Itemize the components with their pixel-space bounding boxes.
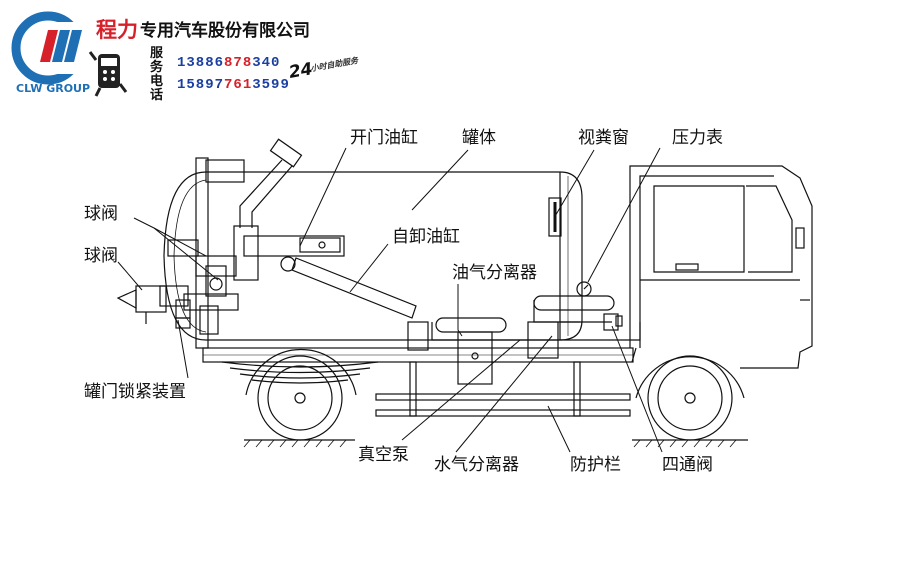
- pressure-gauge: [576, 281, 592, 297]
- company-name: 专用汽车股份有限公司: [140, 20, 310, 41]
- svg-text:小时自助服务: 小时自助服务: [310, 56, 360, 73]
- guard-rail: [375, 361, 631, 417]
- label-open-door-cylinder: 开门油缸: [350, 127, 418, 148]
- label-vacuum-pump: 真空泵: [358, 445, 409, 465]
- vacuum-pump: [457, 331, 493, 385]
- open-door-cylinder: [243, 235, 345, 257]
- label-oil-gas-separator: 油气分离器: [452, 263, 537, 283]
- leader-open-door-cylinder: [299, 147, 347, 247]
- leader-ball-valve-1: [133, 217, 207, 257]
- phone-number-1: 13886878340: [177, 55, 280, 71]
- service-char: 务: [150, 59, 164, 75]
- label-guard-rail: 防护栏: [570, 455, 621, 475]
- front-wheel: [647, 355, 733, 441]
- dump-cylinder: [280, 256, 429, 351]
- leader-ball-valve-2: [117, 261, 143, 291]
- leader-sight-window: [553, 149, 595, 219]
- brand-name: 程力: [96, 18, 138, 42]
- leader-oil-gas-separator: [457, 284, 463, 337]
- phone-number-2: 158977613599: [177, 77, 290, 93]
- suction-inlet-pipe: [233, 138, 303, 281]
- leader-vacuum-pump: [401, 339, 521, 441]
- rear-wheel: [257, 355, 343, 441]
- service-char: 话: [150, 87, 163, 103]
- tank-body: [163, 157, 583, 349]
- cab-window: [653, 185, 745, 273]
- front-wheel-arch: [635, 356, 745, 399]
- four-way-valve: [603, 313, 623, 331]
- truck-cab: [629, 165, 813, 369]
- leader-ball-valve-1b: [153, 227, 219, 281]
- leader-pressure-gauge: [587, 147, 661, 283]
- phone-mascot-icon: [88, 51, 128, 97]
- label-dump-cylinder: 自卸油缸: [392, 226, 460, 247]
- label-ball-valve-1: 球阀: [84, 204, 118, 224]
- leader-guard-rail: [547, 405, 571, 453]
- leaf-spring: [221, 361, 379, 384]
- part-labels: 开门油缸 罐体 视粪窗 压力表 球阀 球阀 自卸油缸 油气分离器 罐门锁紧装置 …: [84, 127, 723, 475]
- water-gas-separator: [527, 321, 559, 359]
- leader-four-way-valve: [611, 325, 663, 453]
- service-char: 电: [150, 73, 163, 89]
- ball-valve-assembly: [159, 239, 239, 335]
- label-tank-body: 罐体: [462, 128, 496, 148]
- label-four-way-valve: 四通阀: [662, 455, 713, 475]
- label-pressure-gauge: 压力表: [672, 128, 723, 148]
- outlet-nozzle: [116, 285, 167, 324]
- logo-text: CLW GROUP: [16, 82, 90, 95]
- leader-dump-cylinder: [349, 243, 389, 293]
- leader-water-gas-separator: [455, 335, 553, 453]
- door-lock-device: [175, 299, 191, 329]
- label-door-lock-device: 罐门锁紧装置: [84, 382, 186, 402]
- company-logo: CLW GROUP: [11, 11, 90, 95]
- label-water-gas-separator: 水气分离器: [434, 455, 519, 475]
- piping-network: [431, 295, 641, 341]
- leader-door-lock: [177, 319, 189, 379]
- ground-hatch: [243, 439, 737, 448]
- service-hours-badge: 24 小时自助服务: [287, 56, 360, 83]
- windshield: [746, 185, 793, 273]
- service-hotline-label: 服 务 电 话: [150, 46, 164, 103]
- label-sight-window: 视粪窗: [578, 128, 629, 148]
- svg-text:24: 24: [287, 59, 314, 83]
- truck-drawing: [116, 138, 813, 448]
- label-ball-valve-2: 球阀: [84, 246, 118, 266]
- leader-tank-body: [411, 149, 469, 211]
- door-hinge: [205, 159, 245, 183]
- service-char: 服: [150, 46, 164, 61]
- door-frame: [195, 157, 209, 349]
- leader-lines: [117, 147, 663, 453]
